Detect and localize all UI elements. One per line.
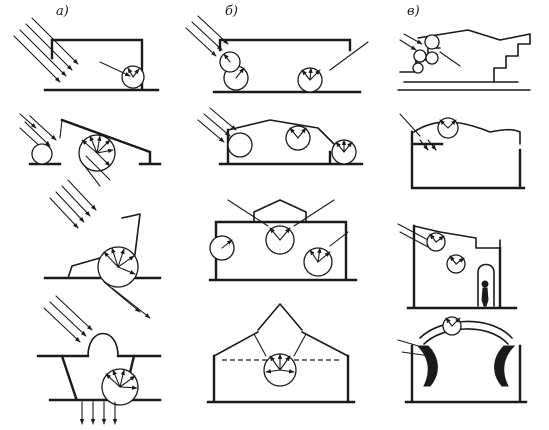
scheme-a4	[36, 295, 162, 425]
scheme-v1	[397, 29, 531, 91]
scheme-b2	[197, 107, 364, 166]
scheme-a1	[13, 17, 160, 92]
column-label-v: в)	[407, 4, 420, 19]
scheme-v2	[399, 113, 526, 190]
person-head	[481, 280, 489, 288]
scheme-a3	[43, 179, 162, 319]
column-label-b: б)	[225, 4, 239, 19]
scheme-v4	[397, 316, 528, 404]
scheme-b4	[206, 303, 356, 404]
column-label-a: а)	[56, 4, 69, 19]
scheme-a2	[19, 113, 162, 187]
scheme-v3	[397, 223, 518, 310]
person-body	[481, 287, 489, 307]
scheme-b1	[185, 15, 369, 94]
scheme-b3	[208, 199, 358, 282]
